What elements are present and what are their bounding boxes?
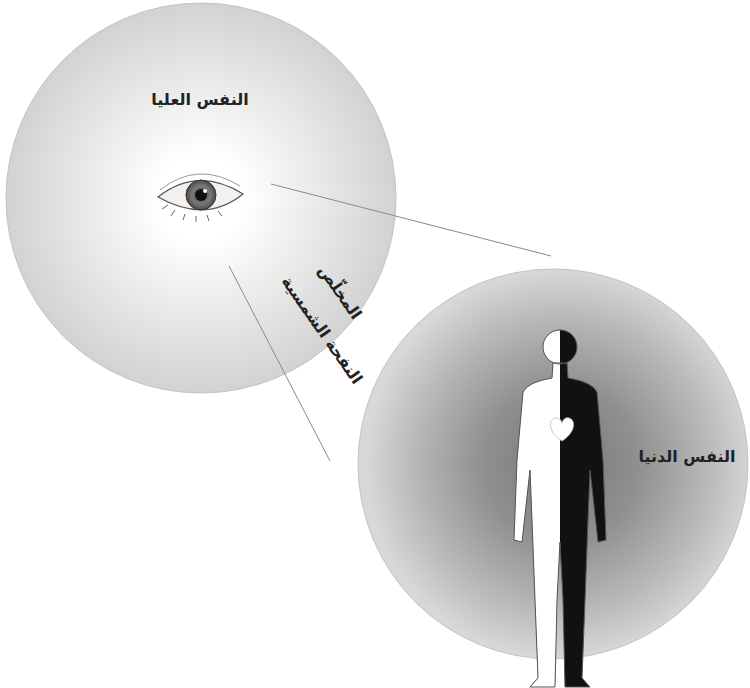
eye-lashes (162, 205, 222, 222)
figure-light-half (514, 330, 560, 687)
figure-body-light (514, 363, 560, 687)
self-circle: النفس العليا (5, 2, 397, 394)
heart-symbol (550, 418, 573, 441)
eyelid-crease (160, 174, 240, 190)
figure-head-dark (543, 330, 577, 364)
self-label: النفس العليا (151, 90, 248, 109)
self-circle: النفس الدنيا (357, 268, 749, 660)
figure-outline (514, 363, 606, 687)
circle-outline (5, 2, 397, 394)
self-label: النفس الدنيا (638, 447, 735, 466)
eye-pupil (195, 189, 207, 201)
circle-fill (6, 3, 396, 393)
view-cone-lines (229, 184, 551, 461)
circle-fill (358, 269, 748, 659)
human-figure (514, 330, 606, 687)
figure-body-dark (514, 363, 606, 687)
eye-symbol (158, 174, 243, 222)
eye-iris (186, 180, 216, 210)
eye-highlight (203, 189, 207, 193)
eye-white (158, 181, 243, 210)
figure-head-light (543, 330, 560, 364)
figure-head-outline (543, 330, 577, 364)
